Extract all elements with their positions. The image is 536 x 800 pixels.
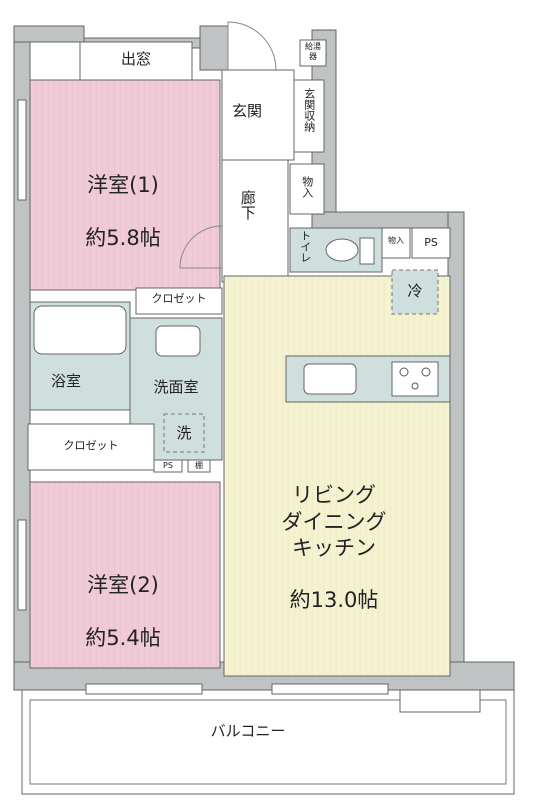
western-room-2-label: 洋室(2) 約5.4帖 — [58, 546, 188, 651]
washer-space — [163, 413, 205, 453]
windows — [17, 99, 389, 695]
pipe-space-1-box — [411, 227, 451, 259]
washer-label: 洗 — [176, 424, 192, 442]
ldk-area: 約13.0帖 — [289, 588, 379, 613]
fridge-label: 冷 — [407, 282, 423, 300]
corridor-label: 廊下 — [238, 190, 257, 220]
bathroom-label: 浴室 — [50, 372, 81, 390]
entrance-floor — [221, 69, 295, 161]
wash-basin — [155, 325, 201, 357]
shoe-storage-label: 玄関収納 — [302, 88, 316, 132]
kitchen-stove — [391, 361, 439, 397]
shelf-label: 棚 — [195, 461, 203, 470]
pipe-space-2-label: PS — [163, 461, 173, 470]
shelf-box — [187, 459, 211, 473]
western-room-1-name: 洋室(1) — [87, 173, 159, 198]
toilet-label: トイレ — [298, 230, 312, 263]
stove-burner — [421, 367, 431, 377]
water-heater-label: 給湯器 — [305, 42, 321, 61]
western-room-1-floor — [29, 79, 221, 291]
closet-2-label: クロゼット — [63, 439, 119, 452]
washroom-label: 洗面室 — [153, 378, 199, 396]
water-heater-box — [299, 39, 327, 67]
western-room-2-name: 洋室(2) — [87, 573, 159, 598]
storage-2-box — [381, 227, 411, 259]
balcony-label: バルコニー — [210, 722, 286, 740]
ldk-name: リビング ダイニング キッチン — [281, 483, 387, 560]
corridor-door-swing — [179, 225, 223, 269]
storage-1-box — [289, 163, 325, 215]
ldk-floor — [223, 275, 451, 677]
corridor-floor — [221, 159, 289, 283]
bay-window-label: 出窓 — [120, 50, 151, 68]
shoe-storage — [293, 79, 325, 153]
toilet-tank — [359, 237, 375, 265]
closet-1-label: クロゼット — [151, 292, 207, 305]
western-room-2-floor — [29, 481, 221, 669]
closet-2-box — [27, 423, 155, 471]
closet-1-box — [135, 287, 223, 315]
bay-window — [79, 41, 193, 81]
fridge-space — [391, 269, 439, 315]
storage-2-label: 物入 — [388, 236, 404, 245]
western-room-1-area: 約5.8帖 — [85, 225, 161, 250]
toilet-fixture — [325, 238, 359, 262]
stove-burner — [399, 367, 409, 377]
entrance-door-swing — [227, 21, 277, 71]
balcony-area — [21, 689, 515, 795]
pipe-space-1-label: PS — [424, 236, 438, 249]
western-room-2-area: 約5.4帖 — [85, 625, 161, 650]
entrance-label: 玄関 — [231, 102, 262, 120]
stove-burner — [411, 382, 419, 390]
bathtub — [33, 305, 127, 355]
ldk-label: リビング ダイニング キッチン 約13.0帖 — [254, 456, 414, 614]
western-room-1-label: 洋室(1) 約5.8帖 — [58, 146, 188, 251]
kitchen-sink — [303, 363, 357, 395]
storage-1-label: 物入 — [300, 176, 314, 198]
